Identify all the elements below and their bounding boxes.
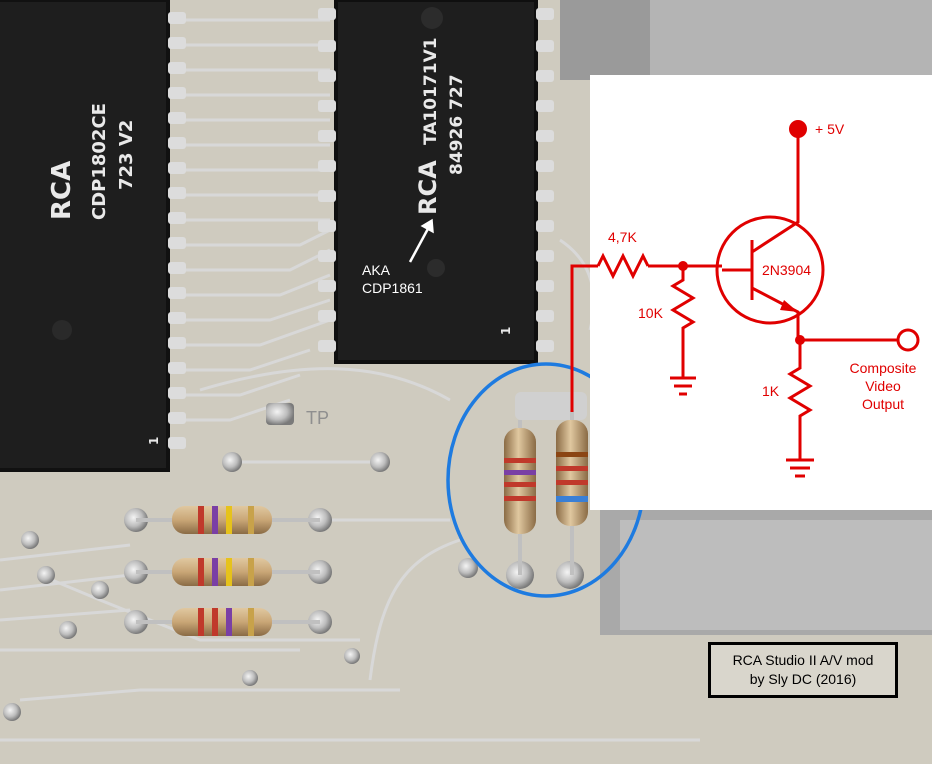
- cpu-pin1-mark: 1: [147, 437, 161, 445]
- test-point-label: TP: [306, 408, 329, 428]
- resistor-row: [136, 506, 320, 636]
- credit-box: RCA Studio II A/V mod by Sly DC (2016): [708, 642, 898, 698]
- transistor-label: 2N3904: [762, 262, 811, 278]
- credit-title: RCA Studio II A/V mod: [732, 652, 874, 668]
- pcb-traces: [0, 18, 700, 742]
- credit-author: by Sly DC (2016): [749, 671, 857, 687]
- cpu-pins: [168, 12, 186, 449]
- cpu-date-code: 723 V2: [116, 120, 137, 190]
- video-chip-part-number: TA10171V1: [421, 37, 441, 145]
- resistor-2: [136, 558, 320, 586]
- added-resistors: [504, 410, 588, 575]
- video-chip: RCA TA10171V1 84926 727 1: [334, 0, 538, 364]
- cpu-brand: RCA: [47, 161, 77, 220]
- video-chip-pin1-mark: 1: [499, 327, 513, 335]
- aka-arrow: [408, 224, 432, 263]
- supply-label: + 5V: [815, 121, 845, 137]
- base-resistor-label: 4,7K: [608, 229, 637, 245]
- emitter-resistor-label: 1K: [762, 383, 780, 399]
- video-chip-date-code: 84926 727: [447, 74, 467, 175]
- cpu-chip: RCA CDP1802CE 723 V2 1: [0, 0, 170, 472]
- aka-chip-name: CDP1861: [362, 280, 423, 296]
- output-label-line3: Output: [862, 396, 904, 412]
- emitter-arrow: [780, 300, 798, 312]
- schematic-wires: [570, 130, 920, 478]
- aka-label: AKA: [362, 262, 391, 278]
- pulldown-resistor-label: 10K: [638, 305, 664, 321]
- resistor-3: [136, 608, 320, 636]
- supply-terminal: [789, 120, 807, 138]
- cpu-part-number: CDP1802CE: [89, 103, 110, 220]
- output-label-line2: Video: [865, 378, 901, 394]
- resistor-4k7: [504, 428, 536, 534]
- video-chip-pins: [318, 8, 554, 352]
- video-chip-brand: RCA: [414, 160, 442, 215]
- resistor-10k: [556, 420, 588, 526]
- test-point-pad: [266, 403, 294, 425]
- output-label-line1: Composite: [850, 360, 917, 376]
- resistor-1: [136, 506, 320, 534]
